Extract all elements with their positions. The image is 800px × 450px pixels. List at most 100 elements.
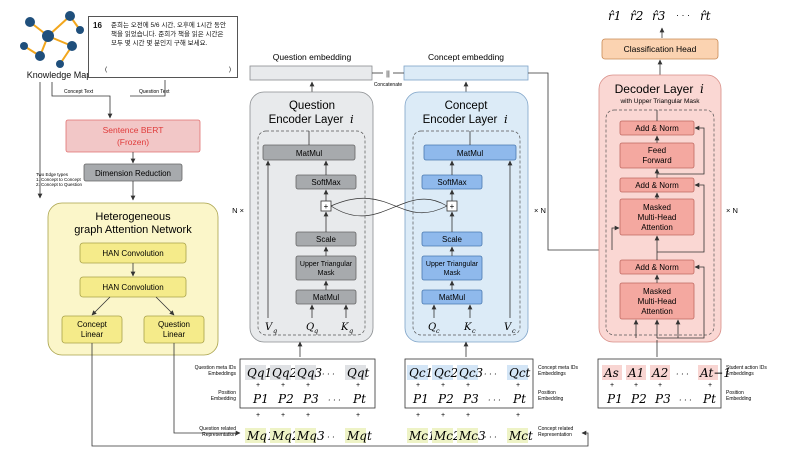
plus-sign: + [281, 412, 285, 419]
edge-type-2: 2. Concept to Question [36, 182, 83, 187]
student-pos-label-1: Position [726, 390, 744, 396]
question-rel-token: Mq3 [296, 429, 325, 443]
question-pos-token: · · · [328, 396, 341, 405]
question-encoder-title-line2: Encoder Layer [269, 114, 344, 126]
student-pos-token: · · · [679, 396, 692, 405]
knowledge-map-label: Knowledge Map [26, 70, 92, 80]
q-key-sub: q [349, 327, 353, 335]
question-meta-cell-bg [345, 365, 366, 380]
plus-sign: + [306, 412, 310, 419]
concept-meta-label-1: Concept meta IDs [538, 365, 579, 371]
q-value-symbol: V [265, 322, 274, 333]
concept-meta-token: Qct [509, 366, 531, 380]
concept-pos-label-2: Embedding [538, 396, 564, 402]
plus-sign: + [708, 382, 712, 389]
edge-type-1: 1. Concept to Concept [36, 177, 82, 182]
decoder-output-1: r̂1 [608, 9, 621, 23]
math-problem-card: 16 준희는 오전에 5/6 시간, 오후에 1시간 동안 책을 읽었습니다. … [88, 16, 238, 78]
concept-pos-token: P2 [437, 392, 454, 406]
q-scale-label: Scale [316, 235, 337, 244]
c-mask-line1: Upper Triangular [426, 261, 479, 268]
decoder-output-3: r̂3 [652, 9, 666, 23]
question-meta-token: Qq1 [247, 366, 272, 380]
question-meta-cell-bg [270, 365, 291, 380]
student-action-token: At−1 [699, 366, 731, 380]
question-meta-token: Qqt [347, 366, 370, 380]
concept-encoder-nx: × N [534, 206, 546, 215]
concept-pos-token: P1 [412, 392, 429, 406]
han-conv-block-2 [79, 276, 187, 298]
q-mask-line1: Upper Triangular [300, 261, 353, 268]
question-encoder-title-index: i [350, 112, 354, 126]
q-softmax-label: SoftMax [311, 178, 340, 187]
concept-encoder-title-index: i [504, 112, 508, 126]
concept-rel-label-1: Concept related [538, 426, 574, 432]
decoder-mmha-upper-line1: Masked [643, 203, 671, 212]
question-text-label: Question Text [139, 89, 170, 95]
plus-sign: + [441, 412, 445, 419]
student-action-cell-bg [602, 365, 622, 380]
student-pos-token: P3 [654, 392, 671, 406]
decoder-mmha-lower-line2: Multi-Head [638, 297, 677, 306]
c-matmul-bottom-label: MatMul [439, 293, 465, 302]
concept-rel-token: Mc2 [433, 429, 461, 443]
concept-rel-cell-bg [432, 428, 453, 443]
student-pos-label-2: Embedding [726, 396, 752, 402]
problem-answer-blank: ( ) [105, 65, 231, 74]
concatenate-symbol: || [386, 71, 390, 78]
decoder-mmha-upper-line2: Multi-Head [638, 213, 677, 222]
question-encoder-nx: N × [232, 206, 244, 215]
plus-sign: + [416, 382, 420, 389]
decoder-ff-line1: Feed [648, 146, 666, 155]
student-action-token: A1 [627, 366, 644, 380]
question-rel-cell-bg [270, 428, 291, 443]
classification-head-block [601, 38, 719, 60]
question-rel-label-2: Representation [202, 432, 236, 438]
q-matmul-bottom-label: MatMul [313, 293, 339, 302]
plus-sign: + [516, 382, 520, 389]
sentence-bert-frozen: (Frozen) [117, 137, 149, 147]
plus-sign: + [281, 382, 285, 389]
plus-sign: + [466, 412, 470, 419]
question-encoder-title-line1: Question [289, 100, 335, 112]
problem-text: 준희는 오전에 5/6 시간, 오후에 1시간 동안 책을 읽었습니다. 준희가… [111, 22, 226, 47]
q-add-symbol: + [324, 202, 329, 211]
c-mask-line2: Mask [444, 270, 461, 277]
c-matmul-top-label: MatMul [457, 149, 483, 158]
question-embedding-bar [249, 65, 373, 81]
concept-pos-token: P3 [462, 392, 479, 406]
c-add-symbol: + [450, 202, 455, 211]
concept-linear-line1: Concept [77, 320, 108, 329]
concept-encoder-title-line1: Concept [445, 100, 489, 112]
han-conv-label-2: HAN Convolution [102, 283, 163, 292]
plus-sign: + [441, 382, 445, 389]
question-encoder-repeat-box [257, 130, 366, 336]
concept-rel-token: Mct [508, 429, 533, 443]
decoder-add-norm-low-label: Add & Norm [635, 263, 679, 272]
concept-meta-cell-bg [432, 365, 453, 380]
question-meta-token: Qq2 [272, 366, 297, 380]
decoder-add-norm-mid-label: Add & Norm [635, 181, 679, 190]
decoder-mmha-lower-line3: Attention [641, 307, 673, 316]
concept-meta-cell-bg [407, 365, 428, 380]
decoder-mmha-upper-line3: Attention [641, 223, 673, 232]
concept-meta-token: Qc3 [459, 366, 484, 380]
plus-sign: + [466, 382, 470, 389]
c-query-sub: c [436, 327, 440, 335]
answer-open-paren: ( [105, 66, 108, 73]
q-query-sub: q [314, 327, 318, 335]
decoder-output-t: r̂t [700, 9, 711, 23]
q-mask-line2: Mask [318, 270, 335, 277]
question-meta-token: Qq3 [297, 366, 323, 380]
plus-sign: + [256, 412, 260, 419]
two-edge-types-label: Two Edge types [36, 172, 69, 177]
plus-sign: + [306, 382, 310, 389]
question-meta-cell-bg [295, 365, 316, 380]
question-rel-label-1: Question related [199, 426, 236, 432]
problem-number: 16 [93, 21, 102, 30]
